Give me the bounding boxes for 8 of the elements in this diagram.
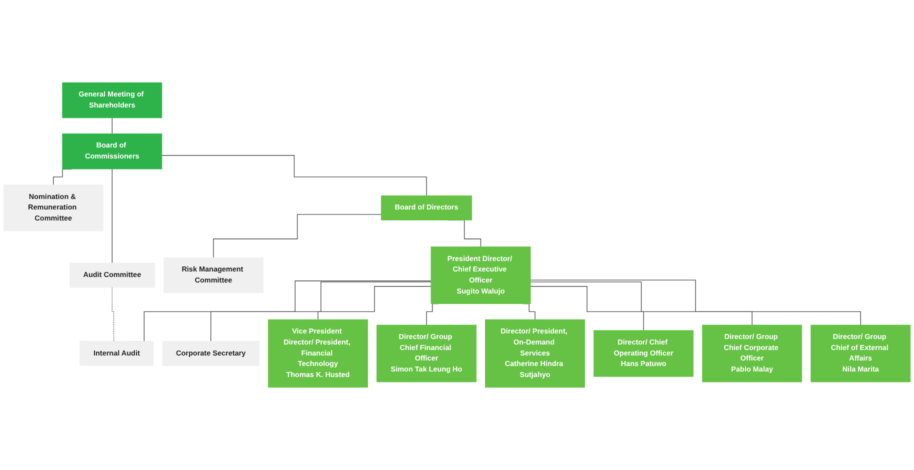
connector [213,214,382,258]
connector [318,286,432,320]
connector [112,287,116,342]
connector [530,280,861,326]
connector [162,155,427,196]
connector [530,286,644,331]
connector [210,282,432,342]
connector [530,282,752,326]
